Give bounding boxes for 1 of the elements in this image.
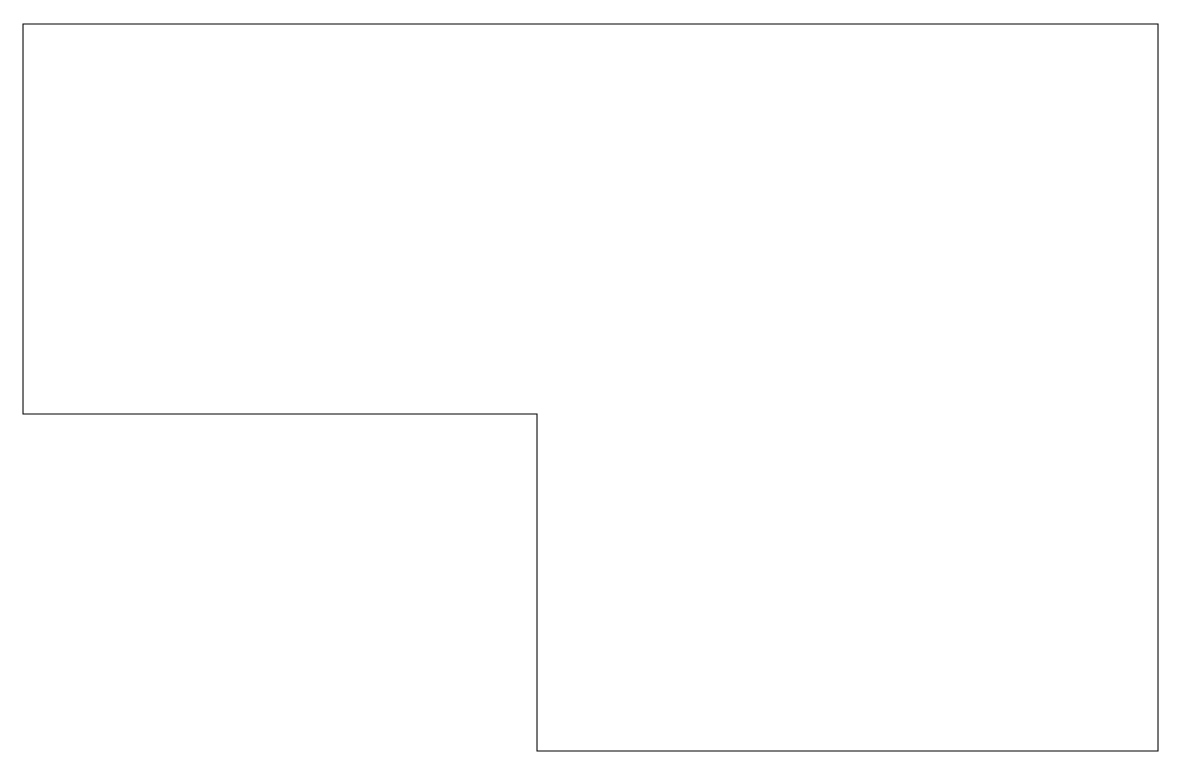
- floor-outline: [22, 23, 1159, 752]
